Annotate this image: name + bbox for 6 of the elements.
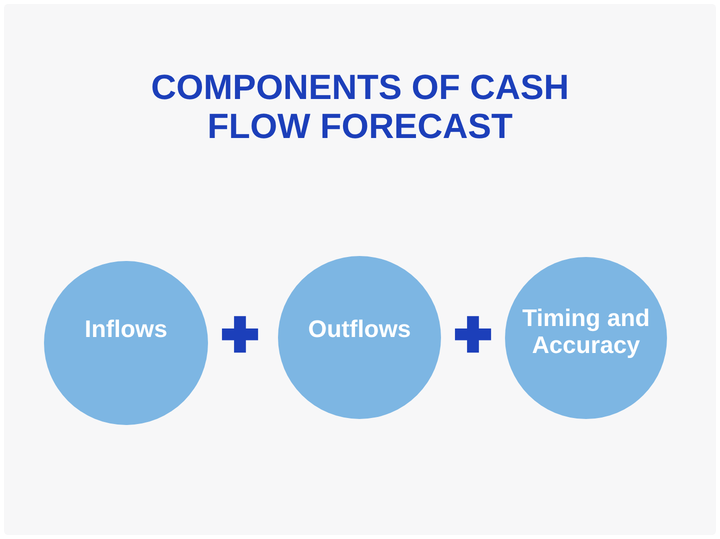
title: COMPONENTS OF CASH FLOW FORECAST <box>150 68 570 146</box>
node-label: Timing and Accuracy <box>521 305 651 359</box>
plus-sign: + <box>222 304 258 366</box>
node-label: Inflows <box>84 316 168 342</box>
plus-sign: + <box>454 304 492 366</box>
node-label: Outflows <box>308 316 411 343</box>
